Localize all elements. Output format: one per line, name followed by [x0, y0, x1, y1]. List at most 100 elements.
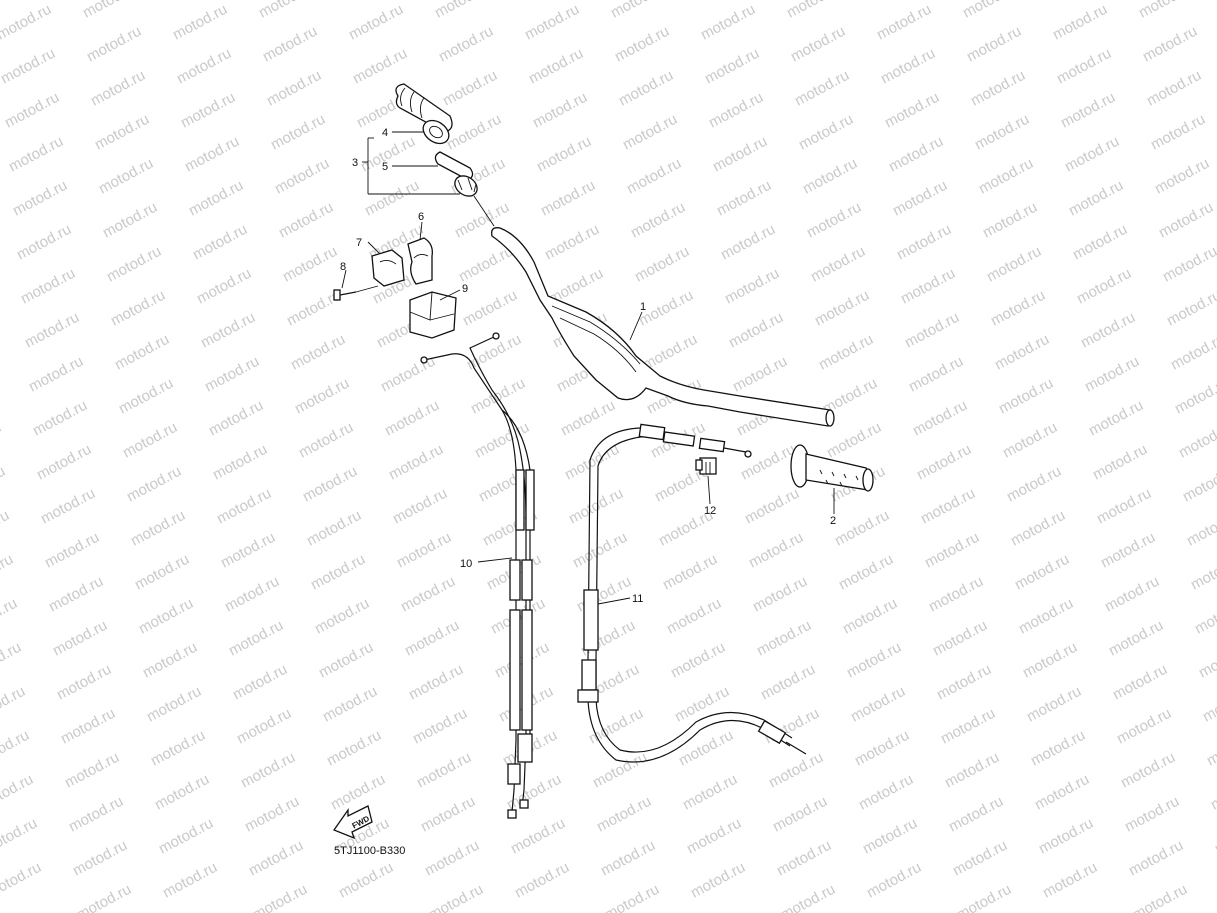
watermark-text: motod.ru	[0, 683, 28, 726]
watermark-text: motod.ru	[996, 375, 1056, 418]
watermark-text: motod.ru	[1122, 793, 1182, 836]
watermark-text: motod.ru	[218, 529, 278, 572]
watermark-text: motod.ru	[778, 881, 838, 913]
watermark-text: motod.ru	[508, 815, 568, 858]
watermark-text: motod.ru	[336, 859, 396, 902]
watermark-text: motod.ru	[410, 705, 470, 748]
watermark-text: motod.ru	[350, 45, 410, 88]
watermark-text: motod.ru	[950, 837, 1010, 880]
watermark-text: motod.ru	[1126, 837, 1186, 880]
right-grip-part	[790, 444, 874, 492]
watermark-text: motod.ru	[0, 419, 4, 462]
watermark-text: motod.ru	[808, 243, 868, 286]
watermark-text: motod.ru	[22, 309, 82, 352]
watermark-text: motod.ru	[1168, 331, 1217, 374]
watermark-text: motod.ru	[46, 573, 106, 616]
watermark-text: motod.ru	[132, 551, 192, 594]
handlebar-part	[491, 227, 835, 427]
watermark-text: motod.ru	[234, 705, 294, 748]
callout-11: 11	[632, 593, 643, 605]
watermark-text: motod.ru	[574, 573, 634, 616]
watermark-text: motod.ru	[222, 573, 282, 616]
watermark-text: motod.ru	[308, 551, 368, 594]
watermark-text: motod.ru	[280, 243, 340, 286]
watermark-text: motod.ru	[88, 67, 148, 110]
watermark-text: motod.ru	[444, 111, 504, 154]
watermark-text: motod.ru	[988, 287, 1048, 330]
watermark-text: motod.ru	[390, 485, 450, 528]
watermark-text: motod.ru	[886, 133, 946, 176]
watermark-text: motod.ru	[774, 837, 834, 880]
watermark-text: motod.ru	[522, 1, 582, 44]
watermark-text: motod.ru	[800, 155, 860, 198]
watermark-text: motod.ru	[984, 243, 1044, 286]
watermark-text: motod.ru	[910, 397, 970, 440]
watermark-text: motod.ru	[432, 0, 492, 22]
watermark-text: motod.ru	[930, 617, 990, 660]
watermark-text: motod.ru	[620, 111, 680, 154]
watermark-text: motod.ru	[1008, 507, 1068, 550]
watermark-text: motod.ru	[136, 595, 196, 638]
watermark-text: motod.ru	[714, 177, 774, 220]
watermark-text: motod.ru	[312, 595, 372, 638]
watermark-text: motod.ru	[316, 639, 376, 682]
watermark-text: motod.ru	[346, 1, 406, 44]
watermark-text: motod.ru	[594, 793, 654, 836]
watermark-text: motod.ru	[1066, 177, 1126, 220]
watermark-text: motod.ru	[0, 859, 44, 902]
watermark-text: motod.ru	[296, 419, 356, 462]
watermark-text: motod.ru	[0, 771, 36, 814]
watermark-text: motod.ru	[190, 221, 250, 264]
watermark-text: motod.ru	[1208, 771, 1217, 814]
watermark-text: motod.ru	[112, 331, 172, 374]
watermark-text: motod.ru	[1028, 727, 1088, 770]
watermark-text: motod.ru	[182, 133, 242, 176]
watermark-text: motod.ru	[684, 815, 744, 858]
watermark-text: motod.ru	[436, 23, 496, 66]
leader-lines	[341, 131, 835, 605]
watermark-text: motod.ru	[784, 0, 844, 22]
watermark-text: motod.ru	[202, 353, 262, 396]
watermark-text: motod.ru	[812, 287, 872, 330]
watermark-text: motod.ru	[1102, 573, 1162, 616]
watermark-text: motod.ru	[10, 177, 70, 220]
clamp-lower-part	[371, 249, 405, 287]
cover-part	[409, 291, 457, 339]
watermark-text: motod.ru	[860, 815, 920, 858]
watermark-text: motod.ru	[100, 199, 160, 242]
watermark-text: motod.ru	[1196, 639, 1217, 682]
watermark-text: motod.ru	[148, 727, 208, 770]
watermark-text: motod.ru	[754, 617, 814, 660]
watermark-text: motod.ru	[0, 639, 24, 682]
watermark-text: motod.ru	[598, 837, 658, 880]
watermark-text: motod.ru	[942, 749, 1002, 792]
watermark-text: motod.ru	[616, 67, 676, 110]
watermark-text: motod.ru	[914, 441, 974, 484]
watermark-text: motod.ru	[922, 529, 982, 572]
callout-12: 12	[704, 505, 716, 517]
watermark-text: motod.ru	[1204, 727, 1217, 770]
callout-1: 1	[640, 301, 646, 313]
watermark-text: motod.ru	[140, 639, 200, 682]
watermark-text: motod.ru	[124, 463, 184, 506]
watermark-text: motod.ru	[992, 331, 1052, 374]
watermark-text: motod.ru	[304, 507, 364, 550]
watermark-text: motod.ru	[292, 375, 352, 418]
watermark-text: motod.ru	[722, 265, 782, 308]
watermark-text: motod.ru	[1148, 111, 1208, 154]
watermark-text: motod.ru	[1024, 683, 1084, 726]
watermark-text: motod.ru	[1152, 155, 1212, 198]
watermark-text: motod.ru	[0, 463, 8, 506]
watermark-text: motod.ru	[972, 111, 1032, 154]
watermark-text: motod.ru	[1082, 353, 1142, 396]
watermark-text: motod.ru	[758, 661, 818, 704]
watermark-text: motod.ru	[394, 529, 454, 572]
throttle-cable-part	[420, 332, 535, 819]
watermark-text: motod.ru	[570, 529, 630, 572]
watermark-text: motod.ru	[1094, 485, 1154, 528]
watermark-text: motod.ru	[926, 573, 986, 616]
watermark-text: motod.ru	[276, 199, 336, 242]
watermark-text: motod.ru	[1180, 463, 1217, 506]
watermark-text: motod.ru	[1192, 595, 1217, 638]
watermark-text: motod.ru	[0, 815, 40, 858]
